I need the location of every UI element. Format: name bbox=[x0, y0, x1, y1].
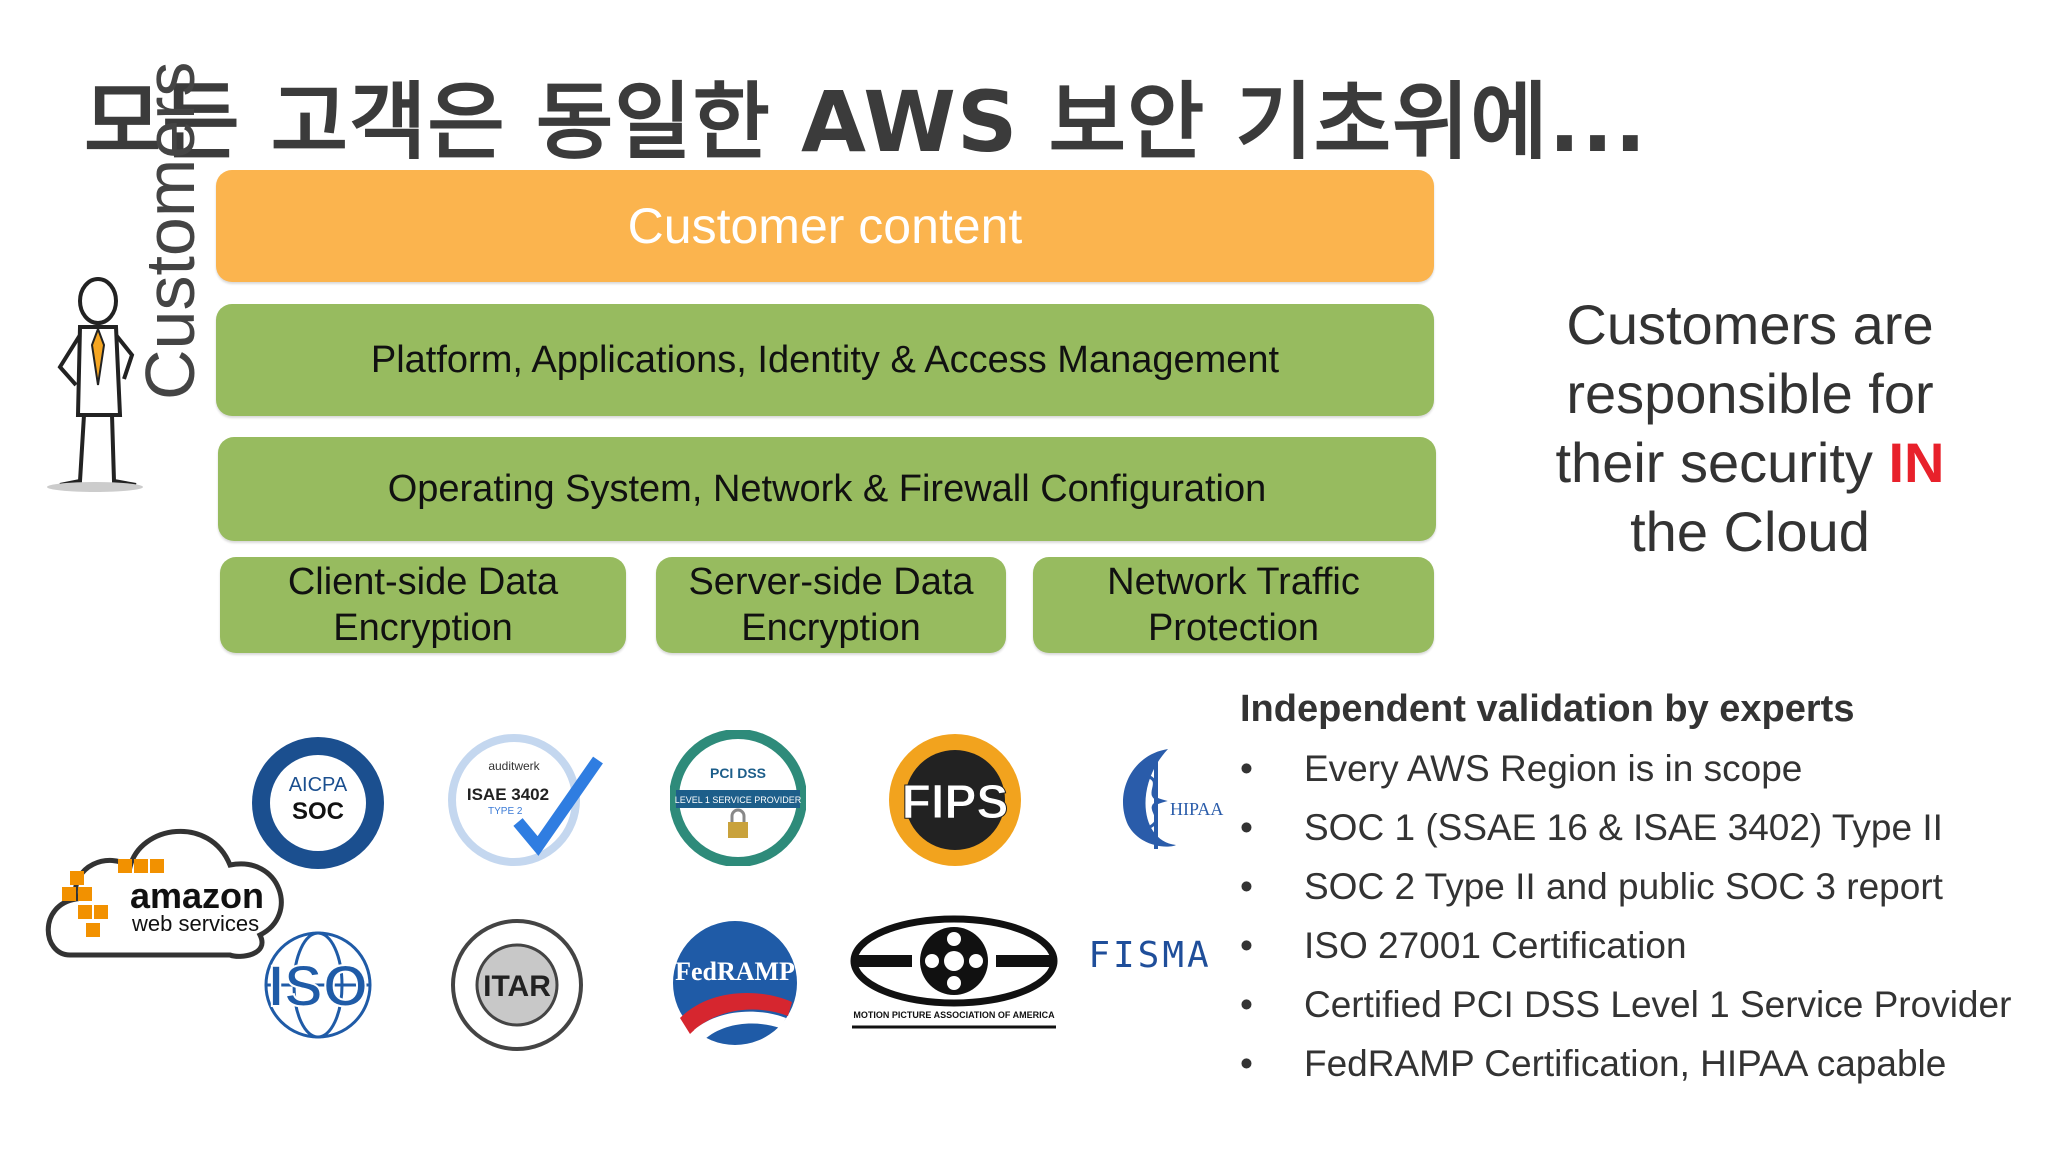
network-protection-label: Network Traffic Protection bbox=[1107, 561, 1360, 649]
svg-text:FIPS: FIPS bbox=[902, 776, 1009, 829]
svg-text:FedRAMP: FedRAMP bbox=[675, 957, 795, 986]
itar-logo: ITAR bbox=[450, 918, 584, 1052]
iso-logo: ISO bbox=[250, 930, 386, 1040]
isae-3402-logo: auditwerk ISAE 3402 TYPE 2 bbox=[448, 730, 604, 870]
bullet-icon: • bbox=[1240, 866, 1253, 907]
resp-line-2: responsible for bbox=[1566, 362, 1934, 425]
platform-label: Platform, Applications, Identity & Acces… bbox=[370, 338, 1280, 381]
client-encryption-label: Client-side Data Encryption bbox=[287, 561, 559, 649]
svg-text:PCI DSS: PCI DSS bbox=[710, 765, 766, 781]
resp-line-3: their security IN bbox=[1520, 428, 1980, 497]
svg-text:ISAE 3402: ISAE 3402 bbox=[467, 785, 549, 804]
svg-text:AICPA: AICPA bbox=[289, 774, 348, 796]
pci-dss-logo: PCI DSS LEVEL 1 SERVICE PROVIDER bbox=[670, 730, 806, 866]
hipaa-logo: HIPAA bbox=[1110, 745, 1230, 855]
platform-layer: Platform, Applications, Identity & Acces… bbox=[216, 304, 1434, 416]
bullet-icon: • bbox=[1240, 748, 1253, 789]
svg-text:SOC: SOC bbox=[292, 798, 344, 825]
resp-highlight: IN bbox=[1888, 431, 1945, 494]
network-protection-layer: Network Traffic Protection bbox=[1033, 557, 1434, 653]
svg-text:LEVEL 1 SERVICE PROVIDER: LEVEL 1 SERVICE PROVIDER bbox=[675, 795, 802, 805]
resp-line-1: Customers are bbox=[1566, 293, 1934, 356]
fips-logo: FIPS bbox=[880, 730, 1030, 870]
customer-figure-icon bbox=[40, 275, 150, 495]
os-layer: Operating System, Network & Firewall Con… bbox=[218, 437, 1436, 541]
svg-text:amazon: amazon bbox=[130, 875, 264, 916]
server-encryption-label: Server-side Data Encryption bbox=[688, 561, 974, 649]
svg-text:TYPE 2: TYPE 2 bbox=[488, 806, 523, 817]
os-label: Operating System, Network & Firewall Con… bbox=[387, 467, 1267, 510]
server-encryption-layer: Server-side Data Encryption bbox=[656, 557, 1006, 653]
bullet-icon: • bbox=[1240, 925, 1253, 966]
svg-text:MOTION PICTURE ASSOCIATION OF: MOTION PICTURE ASSOCIATION OF AMERICA bbox=[853, 1010, 1055, 1020]
bullet-icon: • bbox=[1240, 807, 1253, 848]
resp-line-4: the Cloud bbox=[1630, 500, 1870, 563]
resp-line-3-prefix: their security bbox=[1555, 431, 1873, 494]
svg-text:ISO: ISO bbox=[268, 954, 368, 1019]
customers-label: Customers bbox=[131, 61, 209, 400]
aicpa-soc-logo: AICPA SOC bbox=[250, 735, 386, 871]
customer-content-label: Customer content bbox=[627, 198, 1023, 254]
svg-text:auditwerk: auditwerk bbox=[488, 759, 540, 773]
aws-logo: amazon web services bbox=[40, 795, 300, 965]
svg-text:ITAR: ITAR bbox=[483, 970, 551, 1003]
page-title: 모든 고객은 동일한 AWS 보안 기초위에... bbox=[84, 73, 1648, 171]
fedramp-logo: FedRAMP bbox=[670, 918, 800, 1048]
bullet-icon: • bbox=[1240, 1043, 1253, 1084]
mpaa-logo: MOTION PICTURE ASSOCIATION OF AMERICA bbox=[848, 915, 1060, 1035]
svg-text:web services: web services bbox=[131, 911, 259, 936]
svg-text:HIPAA: HIPAA bbox=[1170, 799, 1223, 819]
fisma-logo: FISMA bbox=[1088, 934, 1212, 976]
client-encryption-layer: Client-side Data Encryption bbox=[220, 557, 626, 653]
validation-heading: Independent validation by experts bbox=[1240, 688, 1855, 730]
responsibility-statement: Customers are responsible for their secu… bbox=[1520, 290, 1980, 566]
bullet-icon: • bbox=[1240, 984, 1253, 1025]
customer-content-layer: Customer content bbox=[216, 170, 1434, 282]
